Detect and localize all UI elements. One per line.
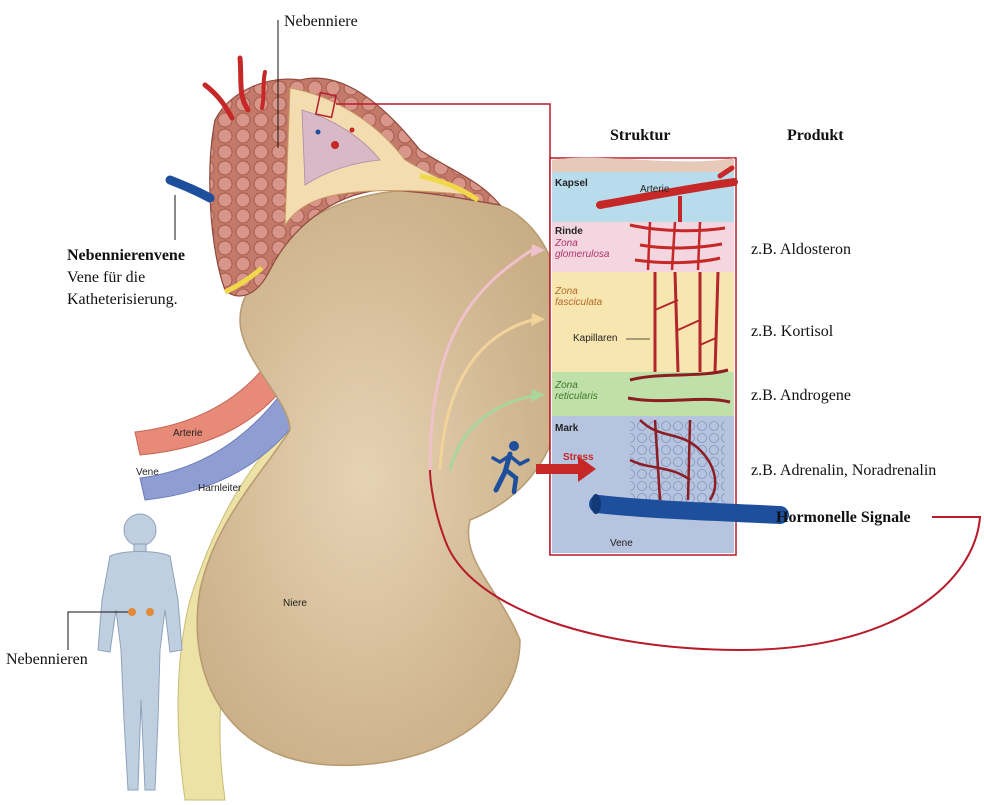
- cortex-section-panel: [550, 158, 780, 555]
- product-kortisol: z.B. Kortisol: [751, 322, 833, 341]
- label-niere: Niere: [283, 598, 307, 609]
- medulla-dot: [350, 128, 355, 133]
- product-adrenalin: z.B. Adrenalin, Noradrenalin: [751, 461, 936, 480]
- header-produkt: Produkt: [787, 126, 844, 145]
- label-kapsel: Kapsel: [555, 178, 588, 189]
- medulla-dot: [316, 130, 321, 135]
- zona-fasciculata-1: Zona: [555, 286, 578, 297]
- human-adrenal-right: [146, 608, 154, 616]
- human-adrenal-left: [128, 608, 136, 616]
- label-nebenniere: Nebenniere: [284, 12, 358, 31]
- zona-fasciculata-2: fasciculata: [555, 297, 602, 308]
- label-stress: Stress: [563, 452, 594, 463]
- label-zona-reticularis: Zona reticularis: [555, 380, 598, 402]
- label-panel-vene: Vene: [610, 538, 633, 549]
- zona-reticularis-2: reticularis: [555, 391, 598, 402]
- product-androgene: z.B. Androgene: [751, 386, 851, 405]
- label-zona-glomerulosa: Zona glomerulosa: [555, 238, 609, 260]
- label-kapillaren: Kapillaren: [573, 333, 617, 344]
- zona-glomerulosa-1: Zona: [555, 238, 578, 249]
- nebennierenvene-vessel: [170, 180, 210, 198]
- header-struktur: Struktur: [610, 126, 670, 145]
- hormonelle-signale: Hormonelle Signale: [776, 508, 911, 527]
- label-mark: Mark: [555, 423, 578, 434]
- label-arterie: Arterie: [173, 428, 202, 439]
- medulla-dot: [331, 141, 339, 149]
- label-nebennierenvene: Nebennierenvene: [67, 246, 185, 265]
- label-vene: Vene: [136, 467, 159, 478]
- zona-glomerulosa-2: glomerulosa: [555, 249, 609, 260]
- label-zona-fasciculata: Zona fasciculata: [555, 286, 602, 308]
- product-aldosteron: z.B. Aldosteron: [751, 240, 851, 259]
- label-nebennieren: Nebennieren: [6, 650, 88, 669]
- label-harnleiter: Harnleiter: [198, 483, 241, 494]
- label-vene-desc-2: Katheterisierung.: [67, 290, 178, 309]
- label-vene-desc-1: Vene für die: [67, 268, 145, 287]
- adrenal-arterie: [262, 72, 265, 108]
- label-rinde: Rinde: [555, 226, 583, 237]
- label-panel-arterie: Arterie: [640, 184, 669, 195]
- human-figure: [98, 514, 182, 790]
- zona-reticularis-1: Zona: [555, 380, 578, 391]
